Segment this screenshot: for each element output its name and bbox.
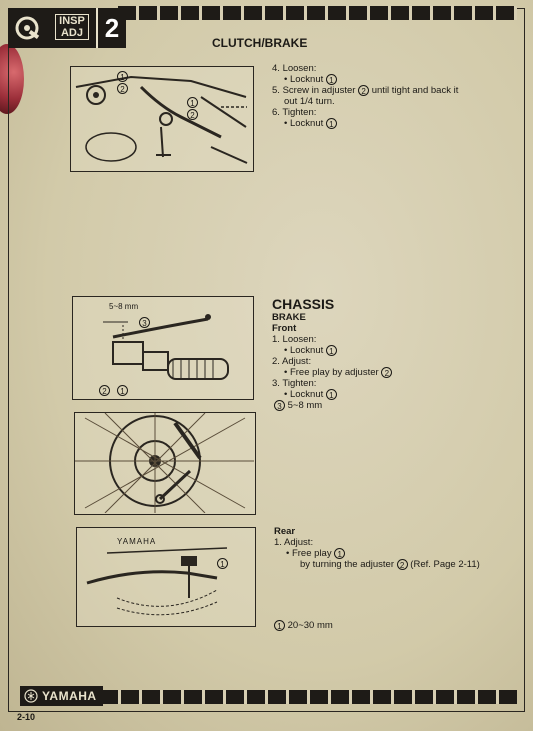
tuning-fork-icon [24, 689, 38, 703]
yamaha-engraving: YAMAHA [117, 537, 157, 546]
tab-line1: INSP [59, 15, 85, 27]
rear-step-1-bullet: • Free play 1 [274, 548, 480, 559]
clutch-illustration: 1 2 1 2 [70, 66, 254, 172]
front-step-3: 3. Tighten: [272, 378, 317, 389]
front-step-2-bullet: • Free play by adjuster 2 [272, 367, 393, 378]
callout-1d: 1 [217, 558, 228, 569]
callout-3: 3 [139, 317, 150, 328]
callout-2: 2 [117, 83, 128, 94]
step-5-cont: out 1/4 turn. [284, 96, 335, 107]
chassis-front-text: CHASSIS BRAKE Front 1. Loosen: • Locknut… [272, 296, 393, 411]
front-step-1-bullet: • Locknut 1 [272, 345, 392, 356]
callout-2b: 2 [187, 109, 198, 120]
front-note: 3 5~8 mm [272, 400, 392, 411]
rear-label: Rear [274, 526, 296, 537]
clutch-steps: 4. Loosen: • Locknut 1 5. Screw in adjus… [272, 63, 458, 129]
front-step-3-bullet: • Locknut 1 [272, 389, 392, 400]
footer-brand: YAMAHA [42, 689, 97, 703]
page-number: 2-10 [17, 712, 36, 722]
rear-note: 1 20~30 mm [274, 620, 333, 631]
callout-1c: 1 [117, 385, 128, 396]
footer-stripe [100, 690, 517, 704]
callout-1b: 1 [187, 97, 198, 108]
tab-line2: ADJ [60, 27, 83, 39]
front-step-1: 1. Loosen: [272, 334, 317, 345]
chassis-heading: CHASSIS [272, 296, 335, 312]
brake-subheading: BRAKE [272, 312, 306, 323]
rear-step-1-cont: by turning the adjuster 2 (Ref. Page 2-1… [300, 559, 480, 571]
rear-brake-illustration: YAMAHA 1 [76, 527, 256, 627]
tools-icon [8, 8, 48, 48]
step-6-bullet: • Locknut 1 [272, 118, 458, 129]
section-title: CLUTCH/BRAKE [212, 36, 308, 50]
front-label: Front [272, 323, 297, 334]
step-5: 5. Screw in adjuster 2 until tight and b… [272, 85, 459, 97]
front-lever-illustration: 5~8 mm 3 2 1 [72, 296, 254, 400]
step-6: 6. Tighten: [272, 107, 317, 118]
footer-logo: YAMAHA [20, 686, 103, 706]
step-4: 4. Loosen: [272, 63, 317, 74]
dim-label: 5~8 mm [109, 302, 139, 311]
callout-1: 1 [117, 71, 128, 82]
front-step-2: 2. Adjust: [272, 356, 312, 367]
header-stripe [118, 6, 517, 20]
front-wheel-illustration [74, 412, 256, 515]
rear-step-1: 1. Adjust: [274, 537, 314, 548]
chassis-rear-text: Rear 1. Adjust: • Free play 1 by turning… [274, 526, 480, 570]
callout-2c: 2 [99, 385, 110, 396]
step-4-bullet: • Locknut 1 [272, 74, 458, 85]
